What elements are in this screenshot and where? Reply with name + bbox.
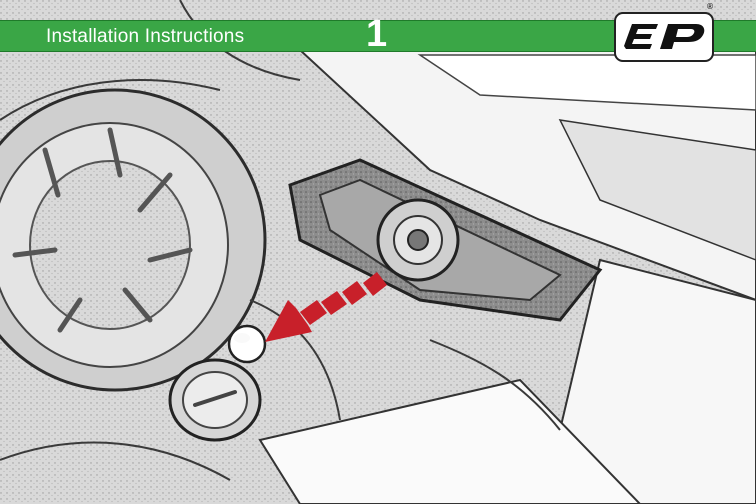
page-title: Installation Instructions	[46, 26, 244, 48]
ep-logo	[614, 12, 714, 62]
registered-mark: ®	[706, 2, 714, 11]
ep-logo-mark	[616, 14, 712, 60]
step-number: 1	[366, 13, 387, 56]
